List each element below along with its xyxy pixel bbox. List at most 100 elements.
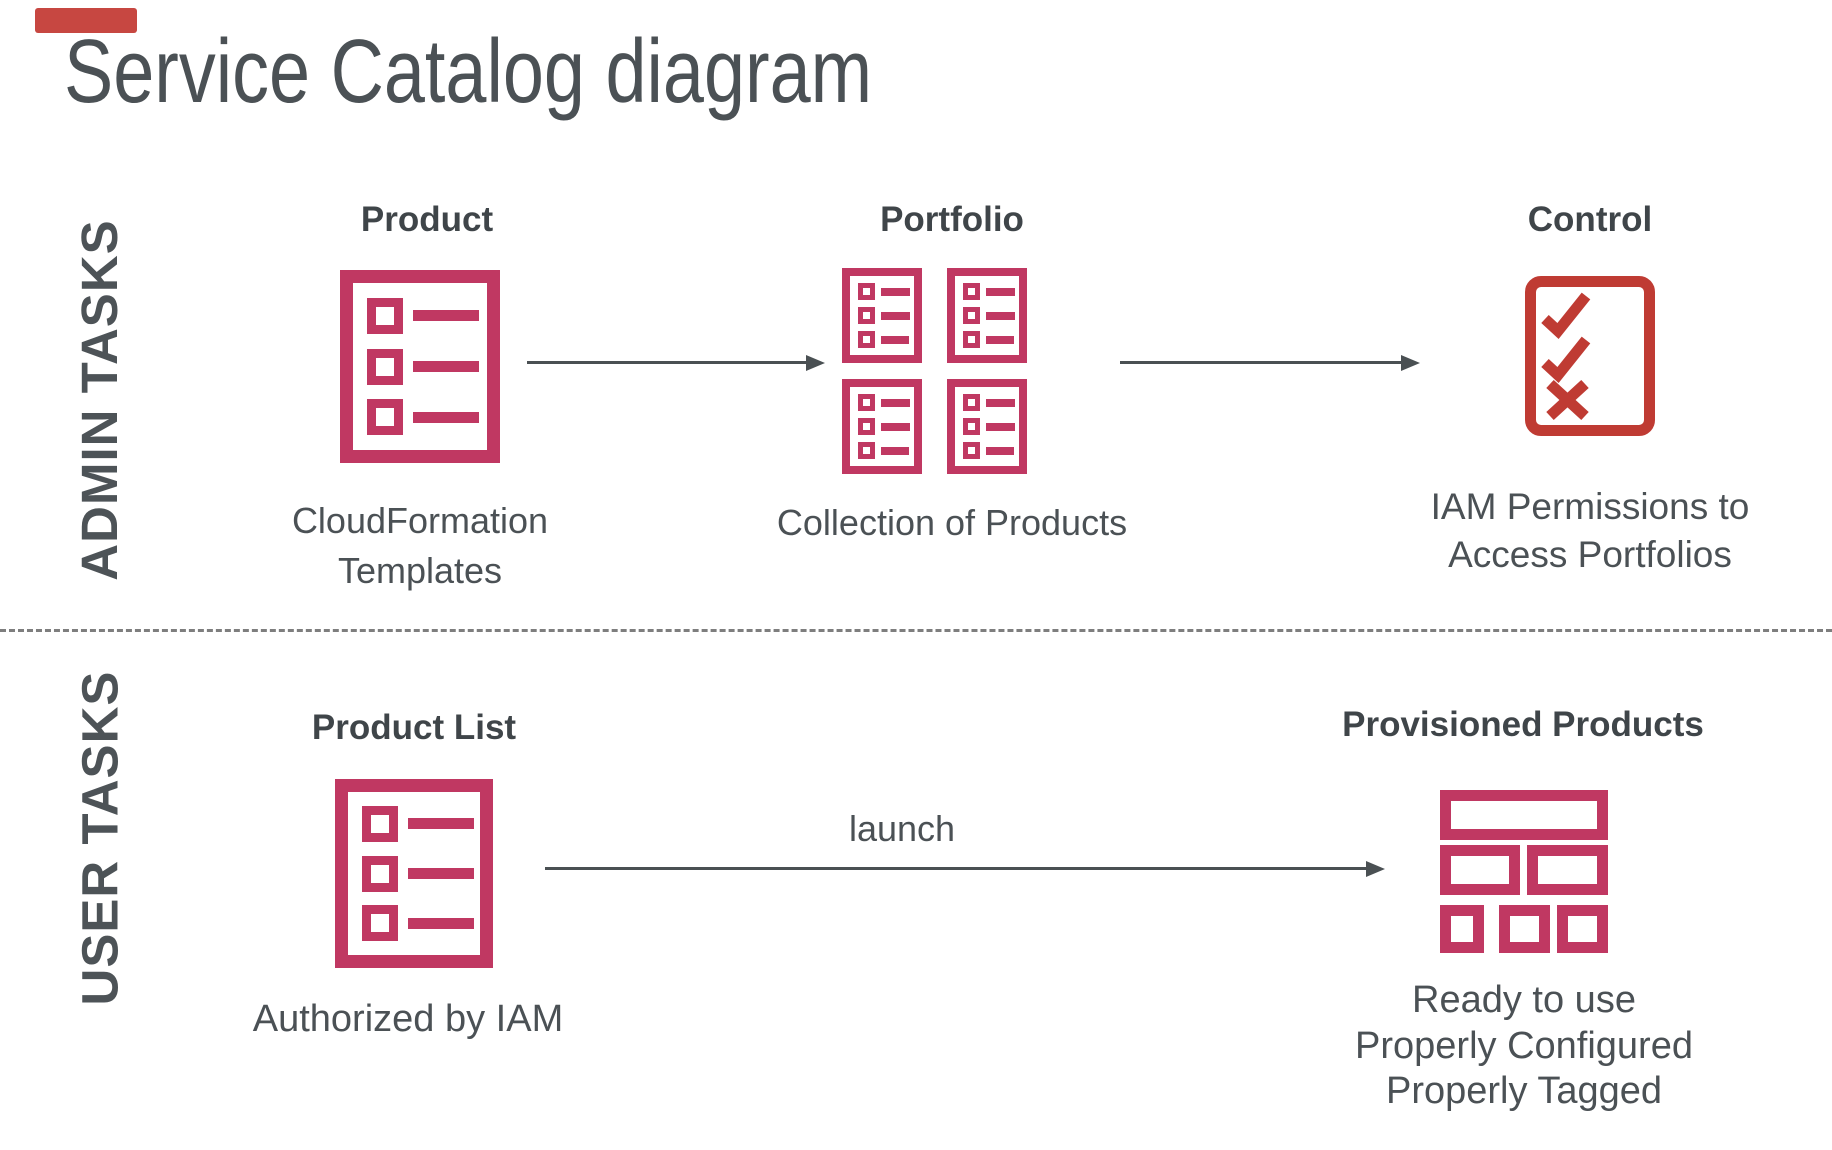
user-tasks-lane-label: USER TASKS <box>71 670 129 1006</box>
product-list-caption: Authorized by IAM <box>238 993 578 1045</box>
checkbox-glyph <box>362 855 398 892</box>
brick-glyph <box>1527 845 1608 895</box>
portfolio-caption: Collection of Products <box>752 498 1152 548</box>
line-glyph <box>986 446 1014 455</box>
line-glyph <box>881 287 910 296</box>
line-glyph <box>408 818 474 830</box>
checkbox-glyph <box>858 442 875 459</box>
checkbox-glyph <box>963 283 980 300</box>
list-row <box>963 442 1015 459</box>
arrow-product-to-portfolio <box>527 355 825 371</box>
list-row <box>367 348 481 385</box>
checkbox-glyph <box>858 418 875 435</box>
brick-glyph <box>1498 905 1551 953</box>
line-glyph <box>413 411 479 423</box>
line-glyph <box>881 446 909 455</box>
line-glyph <box>986 335 1014 344</box>
line-glyph <box>408 917 474 929</box>
lane-divider-dashed-line <box>0 629 1832 632</box>
list-row <box>367 297 481 334</box>
portfolio-label: Portfolio <box>880 200 1024 239</box>
line-glyph <box>408 868 474 879</box>
mini-list-document-icon <box>947 268 1027 363</box>
line-glyph <box>881 398 910 407</box>
brick-row <box>1440 845 1608 895</box>
checkbox-glyph <box>963 331 980 348</box>
launch-arrow-label: launch <box>848 808 956 849</box>
checkbox-glyph <box>858 307 875 324</box>
line-glyph <box>986 311 1015 320</box>
checkbox-glyph <box>963 307 980 324</box>
control-caption: IAM Permissions to Access Portfolios <box>1405 483 1775 579</box>
line-glyph <box>986 287 1015 296</box>
product-list-label: Product List <box>311 708 517 747</box>
caption-line: Authorized by IAM <box>252 998 564 1040</box>
brick-glyph <box>1440 905 1484 953</box>
line-glyph <box>881 335 909 344</box>
product-label: Product <box>360 200 494 239</box>
line-glyph <box>881 422 910 431</box>
provisioned-products-caption: Ready to use Properly Configured Properl… <box>1324 978 1724 1115</box>
brick-glyph <box>1557 905 1608 953</box>
brick-glyph <box>1440 790 1608 840</box>
page-title: Service Catalog diagram <box>64 22 873 122</box>
checkbox-glyph <box>858 394 875 411</box>
product-list-document-icon <box>340 270 500 463</box>
list-row <box>963 283 1015 300</box>
check-check-x-glyphs <box>1541 292 1591 421</box>
checkbox-glyph <box>367 297 403 334</box>
provisioned-products-label: Provisioned Products <box>1342 705 1704 744</box>
line-glyph <box>413 361 479 372</box>
arrow-launch <box>545 861 1385 877</box>
product-caption: CloudFormation Templates <box>230 496 610 595</box>
checkbox-glyph <box>858 331 875 348</box>
control-label: Control <box>1527 200 1653 239</box>
checkbox-glyph <box>858 283 875 300</box>
caption-line: Ready to use <box>1412 979 1636 1021</box>
caption-line: Properly Tagged <box>1385 1070 1663 1113</box>
list-row <box>858 394 910 411</box>
list-row <box>858 442 910 459</box>
list-row <box>362 805 474 842</box>
list-row <box>858 283 910 300</box>
list-row <box>858 307 910 324</box>
checkbox-glyph <box>963 418 980 435</box>
caption-line: Access Portfolios <box>1448 534 1732 576</box>
list-row <box>963 418 1015 435</box>
caption-line: Properly Configured <box>1355 1024 1693 1067</box>
list-row <box>963 394 1015 411</box>
line-glyph <box>881 311 910 320</box>
line-glyph <box>986 422 1015 431</box>
list-row <box>963 307 1015 324</box>
list-row <box>858 418 910 435</box>
checkbox-glyph <box>362 905 398 942</box>
caption-line: Collection of Products <box>776 502 1128 543</box>
checkbox-glyph <box>367 348 403 385</box>
portfolio-document-grid-icon <box>842 268 1027 474</box>
control-checklist-icon <box>1525 276 1655 436</box>
product-list-document-icon <box>335 779 493 968</box>
brick-glyph <box>1440 845 1520 895</box>
checkbox-glyph <box>963 442 980 459</box>
list-row <box>362 905 474 942</box>
checkbox-glyph <box>362 805 398 842</box>
list-row <box>963 331 1015 348</box>
checkbox-glyph <box>963 394 980 411</box>
brick-row <box>1440 905 1608 953</box>
checkbox-glyph <box>367 399 403 436</box>
arrow-portfolio-to-control <box>1120 355 1420 371</box>
red-top-bar <box>35 8 137 33</box>
mini-list-document-icon <box>842 379 922 474</box>
provisioned-products-brick-icon <box>1440 790 1608 953</box>
caption-line: CloudFormation <box>291 500 549 541</box>
line-glyph <box>986 398 1015 407</box>
list-row <box>858 331 910 348</box>
list-row <box>362 855 474 892</box>
list-row <box>367 399 481 436</box>
line-glyph <box>413 310 479 322</box>
caption-line: Templates <box>337 549 503 591</box>
admin-tasks-lane-label: ADMIN TASKS <box>71 219 128 581</box>
mini-list-document-icon <box>842 268 922 363</box>
caption-line: IAM Permissions to <box>1430 486 1750 527</box>
